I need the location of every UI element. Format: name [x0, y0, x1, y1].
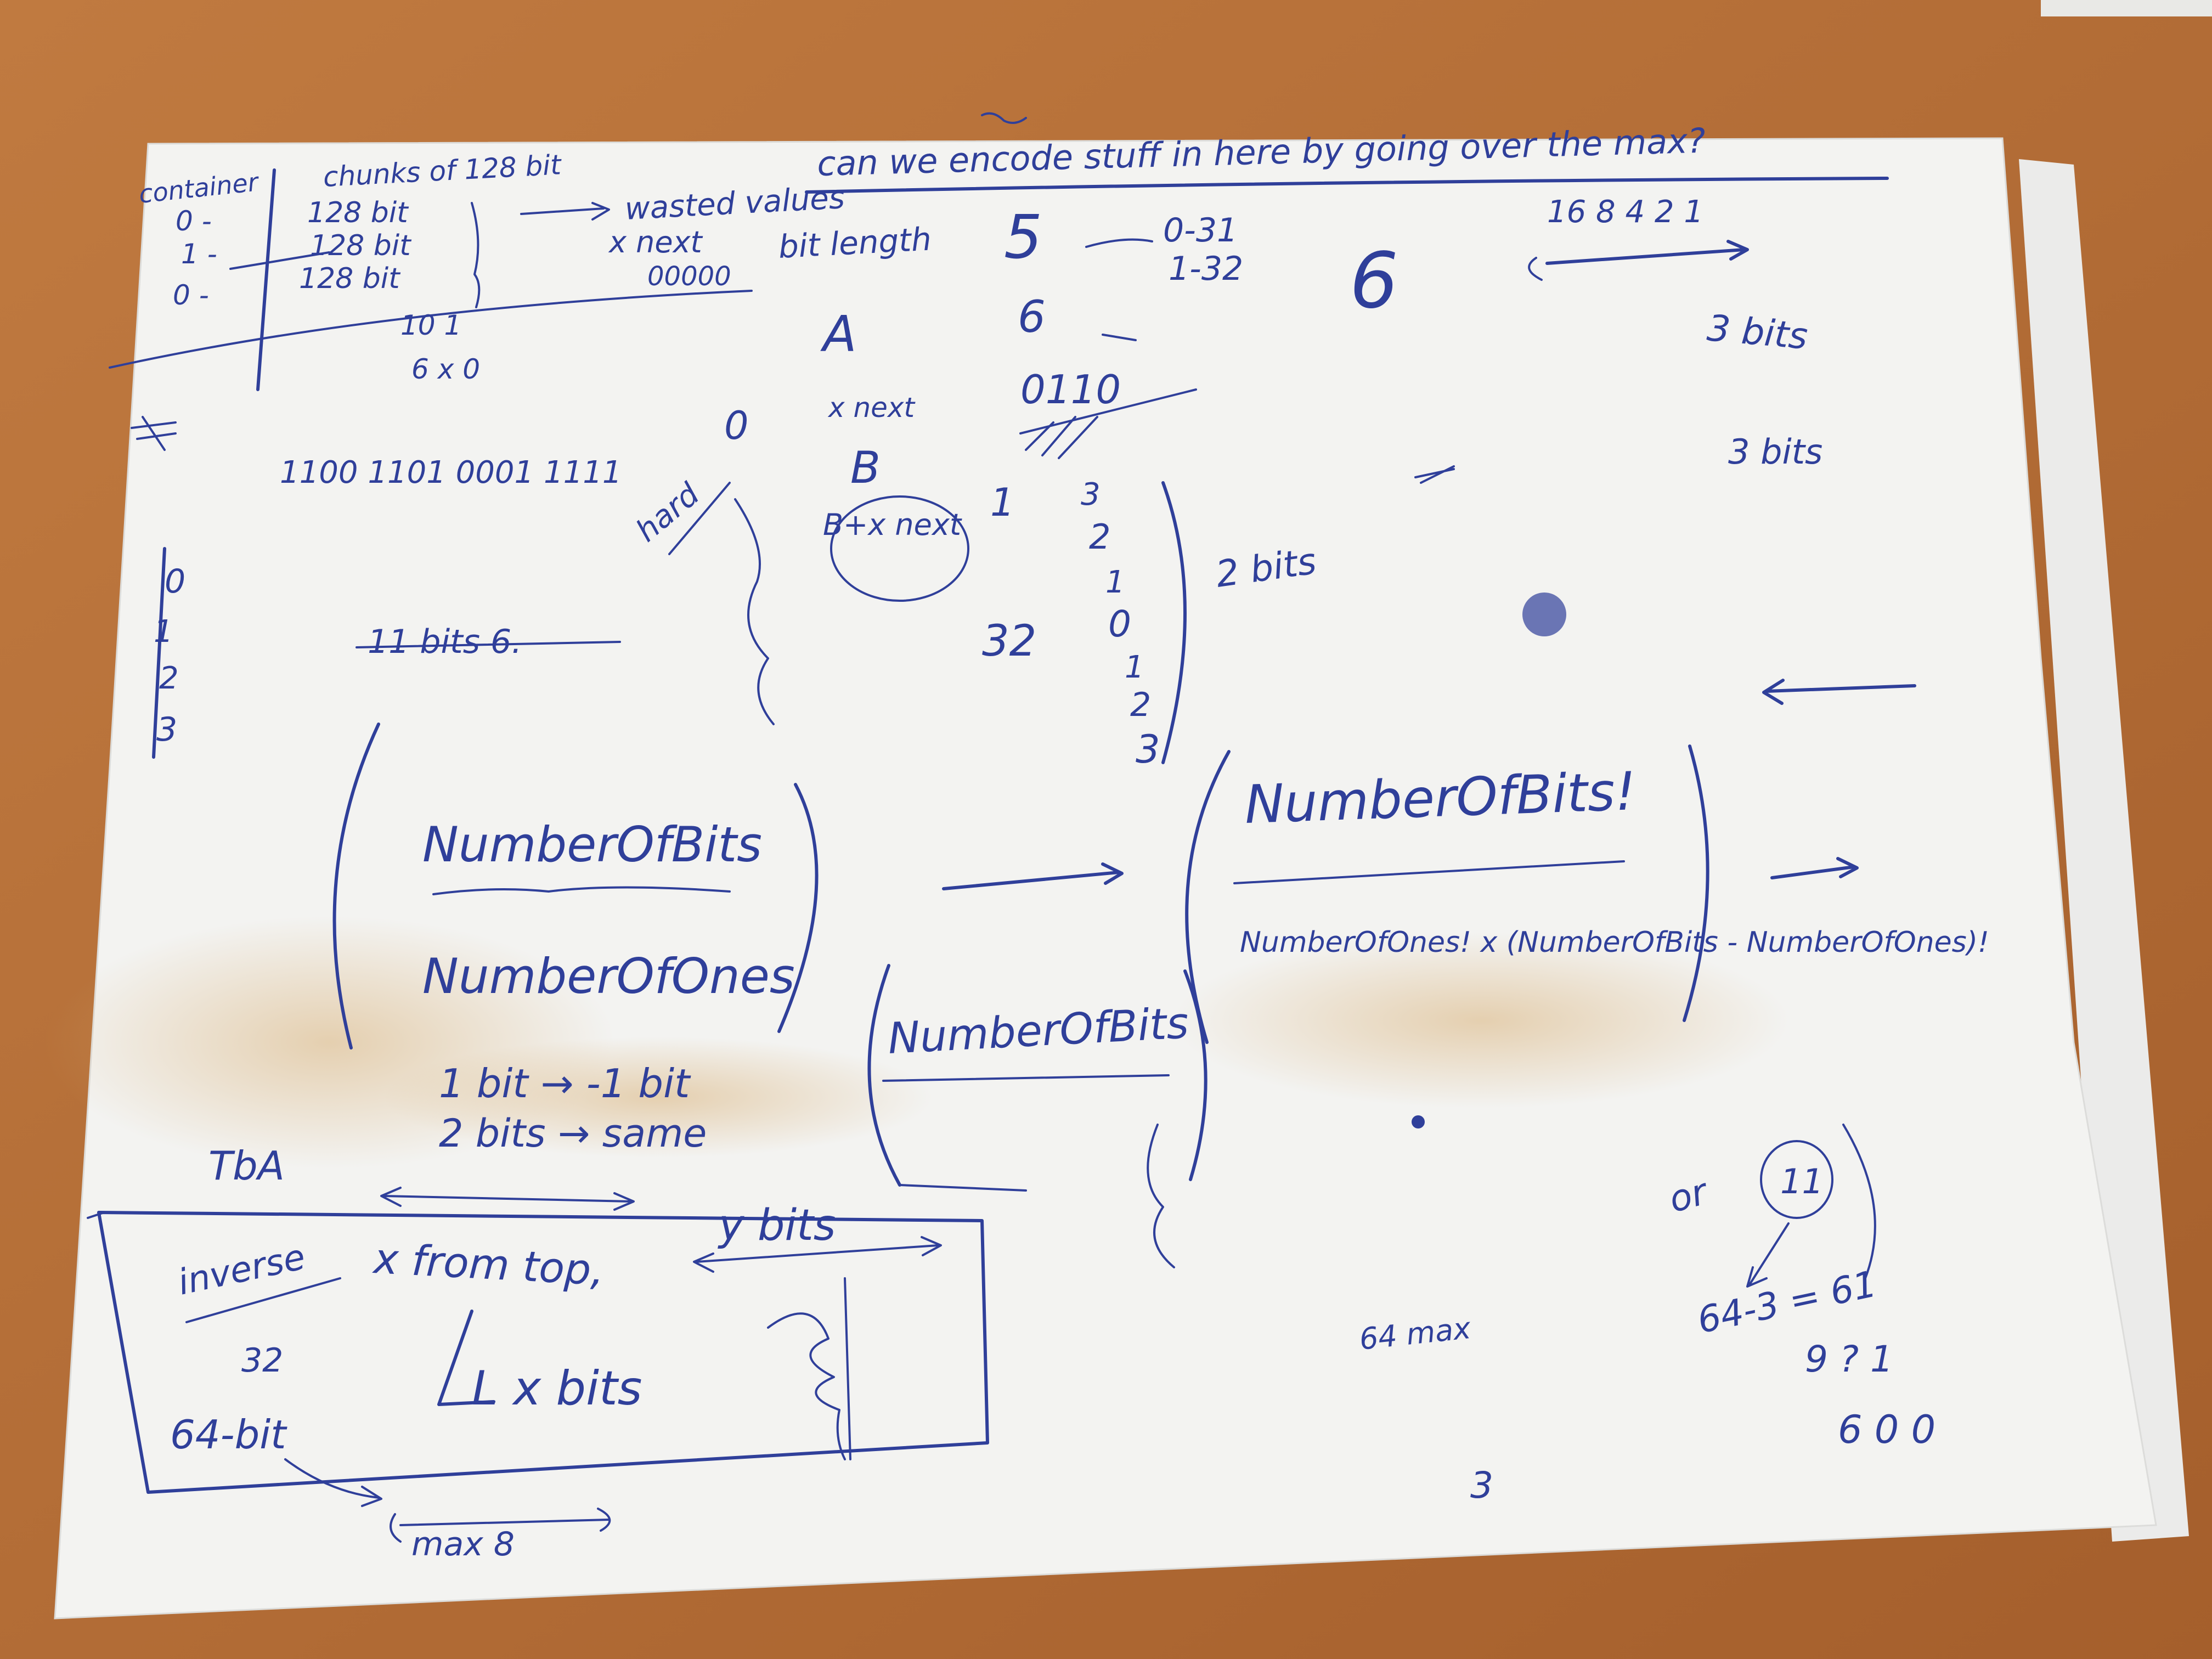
row-128-1: 128 bit — [310, 229, 411, 262]
circled-eleven: 11 — [1780, 1161, 1824, 1201]
b-plus-x-next: B+x next — [823, 507, 962, 542]
bit-length: bit length — [777, 220, 932, 266]
side-1: 1 — [154, 614, 173, 650]
letter-b: B — [850, 442, 881, 493]
three-bits-top: 3 bits — [1706, 307, 1809, 358]
x-next-label: x next — [827, 392, 916, 424]
x-next: x next — [608, 225, 703, 259]
count-3-bottom: 3 — [1136, 727, 1160, 772]
count-1-top: 1 — [1105, 565, 1125, 600]
fraction-top: NumberOfBits! — [1244, 760, 1637, 836]
left-value-2: 0 - — [173, 279, 209, 311]
side-0: 0 — [165, 562, 185, 601]
three-bits-mid: 3 bits — [1728, 432, 1822, 472]
two-bits-same: 2 bits → same — [439, 1111, 707, 1156]
six-zero: 6 x 0 — [411, 353, 480, 385]
three-small: 3 — [1470, 1464, 1493, 1506]
paper-under-sheet — [2019, 159, 2189, 1542]
binom-top: NumberOfBits — [422, 816, 762, 873]
ten-one: 10 1 — [400, 309, 461, 341]
thirty-two-small: 32 — [241, 1341, 283, 1380]
ink-strokes — [87, 112, 1916, 1543]
max-8: max 8 — [411, 1525, 515, 1564]
digit-six: 6 — [1018, 291, 1046, 342]
powers-of-two: 16 8 4 2 1 — [1547, 194, 1703, 230]
stain — [1174, 933, 1788, 1108]
count-2-bottom: 2 — [1130, 686, 1151, 724]
binary-numbers: 1100 1101 0001 1111 — [280, 455, 622, 490]
zeros: 00000 — [647, 261, 731, 292]
letter-a: A — [820, 306, 857, 363]
sixty-four-bit: 64-bit — [170, 1412, 287, 1458]
binary-0110: 0110 — [1020, 366, 1121, 413]
from-top: x from top, — [371, 1234, 606, 1295]
side-2: 2 — [159, 661, 179, 696]
count-3-top: 3 — [1081, 477, 1101, 512]
count-0: 0 — [1108, 603, 1131, 645]
count-1-bottom: 1 — [1125, 650, 1144, 685]
bits-struck: 11 bits 6. — [368, 623, 522, 661]
calc-line-3: 6 0 0 — [1838, 1407, 1936, 1452]
range-0-31: 0-31 — [1163, 211, 1238, 250]
digit-zero: 0 — [724, 403, 749, 448]
calc-line-2: 9 ? 1 — [1805, 1338, 1893, 1380]
row-128-2: 128 bit — [299, 262, 400, 295]
side-3: 3 — [156, 710, 177, 749]
paper-sheet — [54, 137, 2157, 1620]
row-128-0: 128 bit — [307, 196, 409, 229]
digit-five: 5 — [1004, 202, 1042, 272]
desk-corner-paper — [2041, 0, 2212, 16]
one-bit-line: 1 bit → -1 bit — [439, 1060, 691, 1107]
digit-six-large: 6 — [1350, 236, 1398, 326]
y-bits: y bits — [718, 1201, 836, 1250]
thirty-two: 32 — [982, 617, 1036, 666]
digit-one: 1 — [990, 480, 1015, 525]
x-bits: L x bits — [472, 1361, 642, 1416]
binom-bottom: NumberOfOnes — [422, 948, 795, 1005]
left-value-1: 1 - — [181, 238, 217, 270]
tba-label: TbA — [208, 1143, 285, 1189]
left-value-0: 0 - — [176, 205, 212, 237]
stain — [384, 1037, 933, 1158]
range-1-32: 1-32 — [1169, 250, 1243, 288]
fraction-bottom: NumberOfOnes! x (NumberOfBits - NumberOf… — [1240, 926, 1989, 959]
count-2-top: 2 — [1089, 517, 1110, 557]
